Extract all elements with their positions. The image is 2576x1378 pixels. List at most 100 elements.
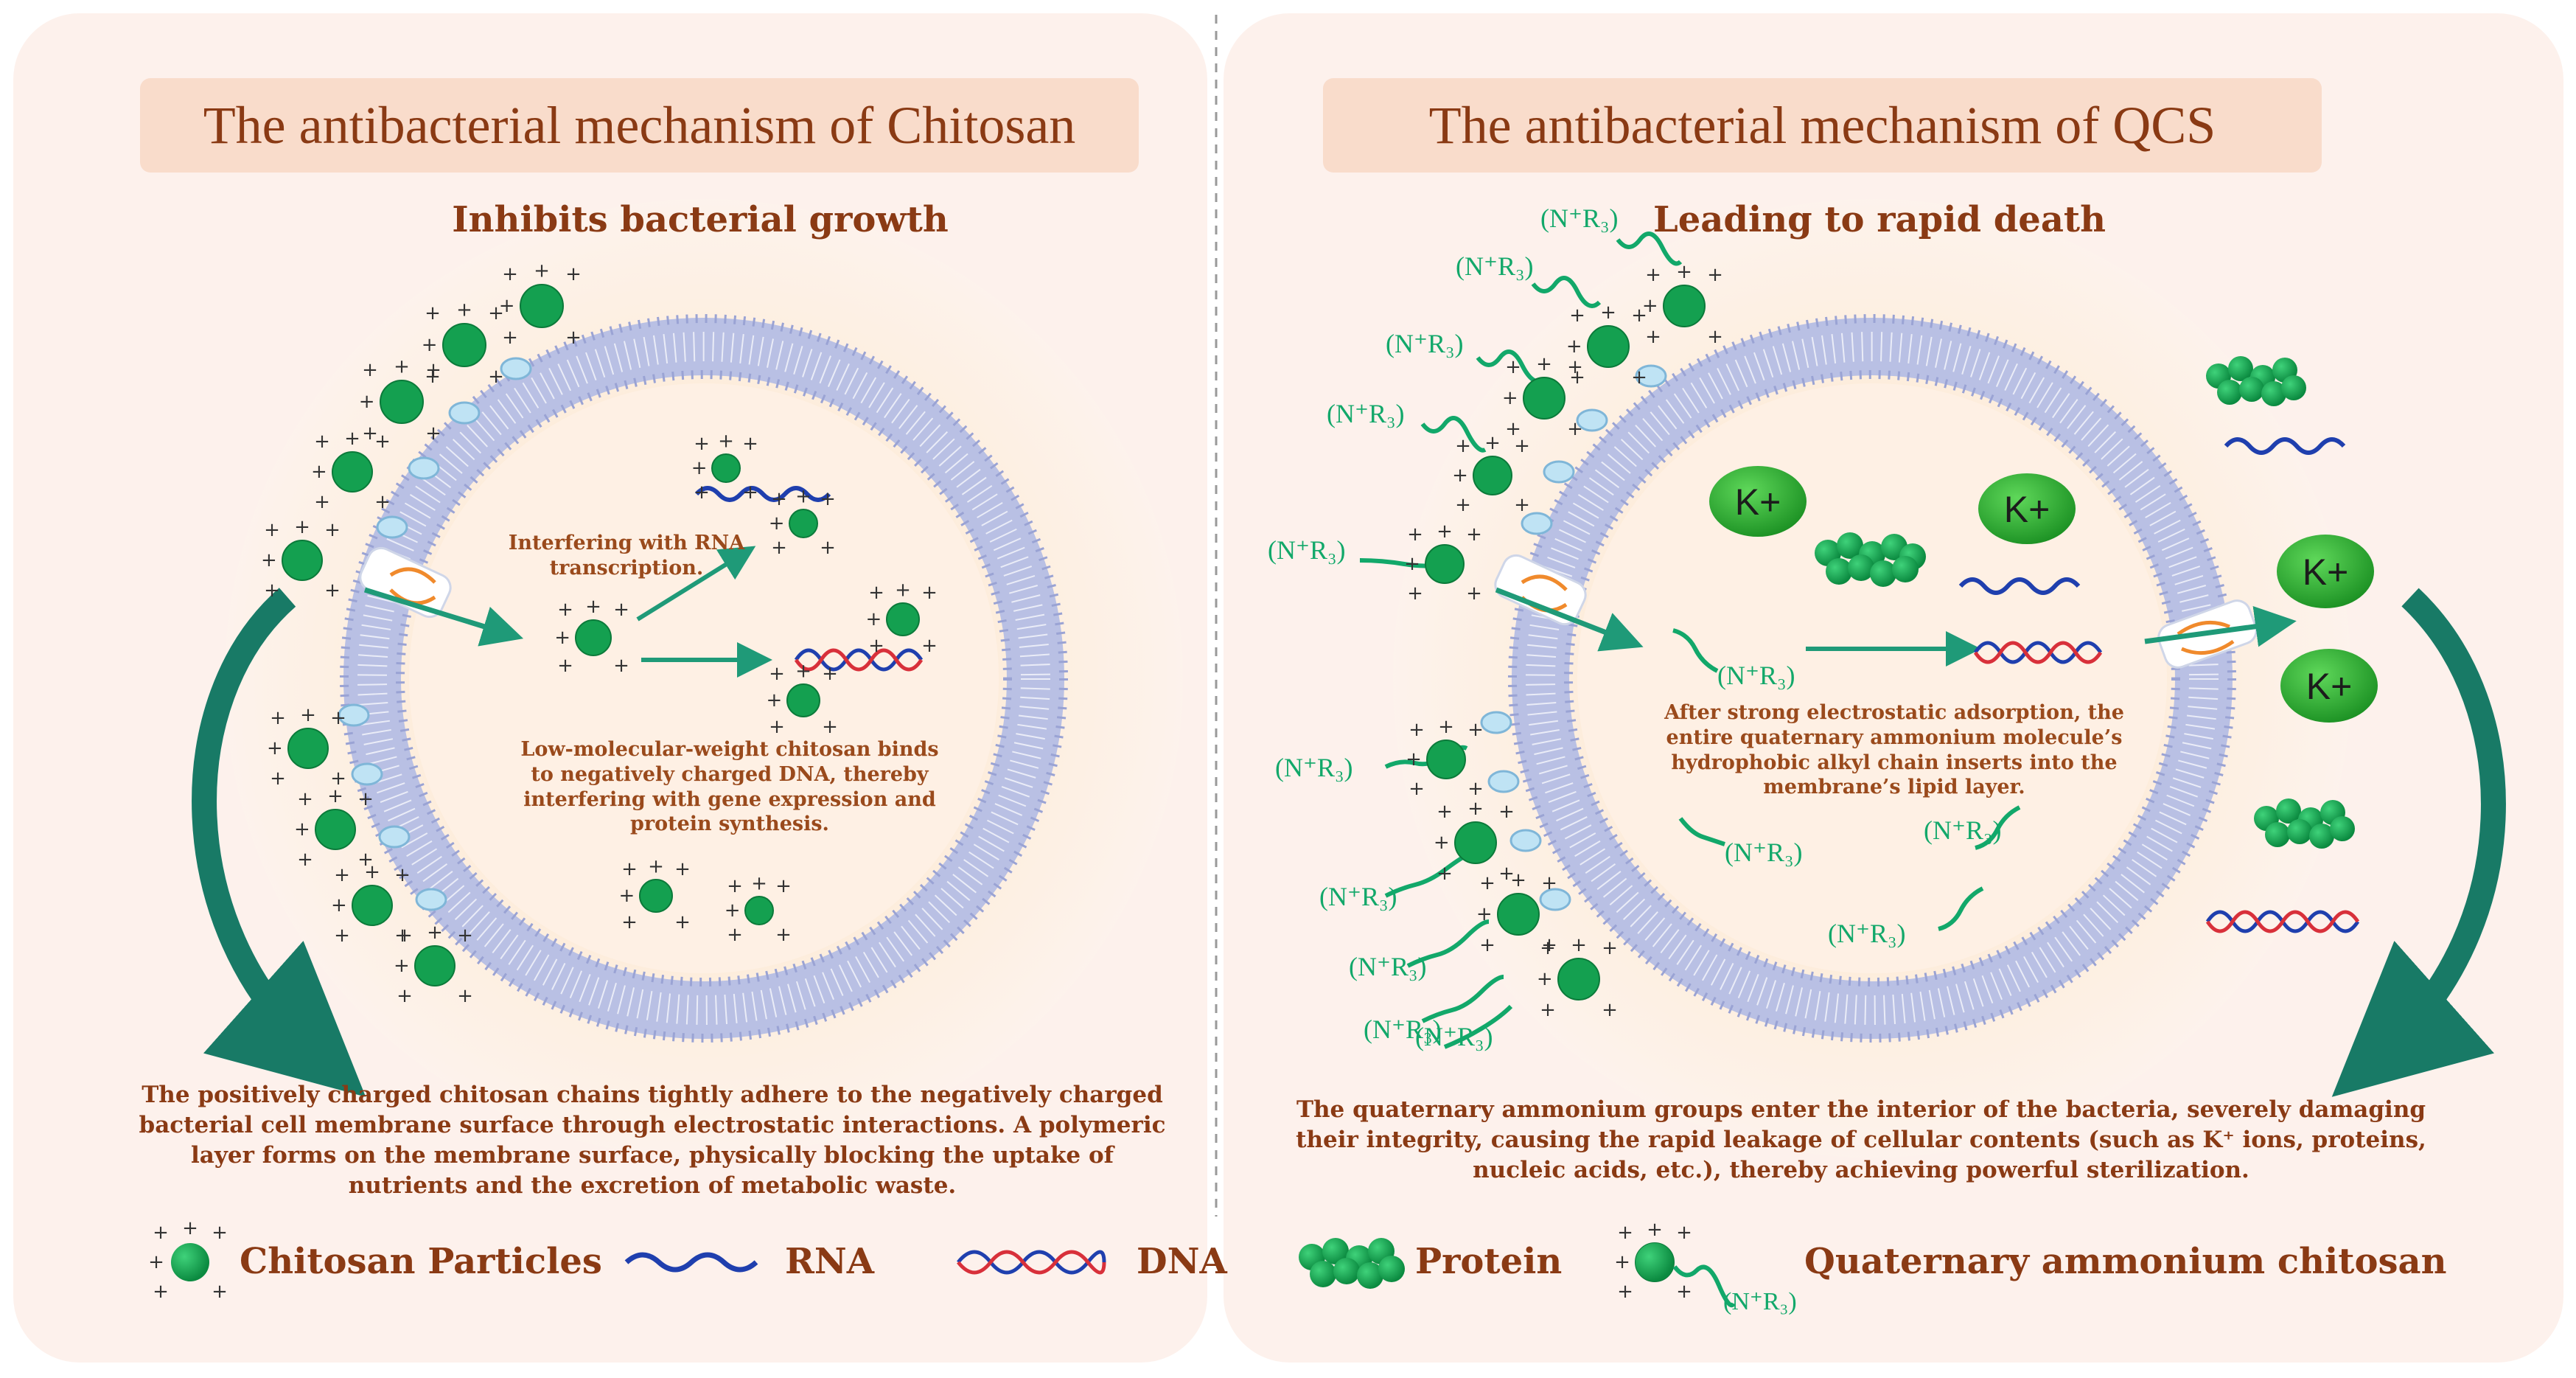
qcs-tails [1359, 232, 2021, 1049]
chitosan-particle: ++++++ [1404, 521, 1482, 605]
qcs-group-label: (N⁺R₃) [1415, 1022, 1493, 1051]
svg-text:+: + [1645, 264, 1661, 286]
qcs-group-label: (N⁺R₃) [1717, 661, 1795, 690]
svg-text:+: + [502, 327, 518, 349]
svg-text:+: + [619, 885, 635, 907]
svg-text:+: + [1407, 523, 1423, 546]
protein-cluster-inner [1815, 532, 1926, 587]
svg-text:+: + [822, 716, 838, 738]
left-subtitle: Inhibits bacterial growth [452, 199, 949, 240]
svg-text:+: + [771, 537, 787, 559]
svg-text:+: + [868, 635, 884, 657]
svg-text:+: + [314, 431, 330, 453]
svg-text:+: + [324, 519, 341, 541]
svg-text:+: + [565, 327, 582, 349]
svg-text:+: + [1404, 553, 1420, 575]
svg-text:K+: K+ [2306, 666, 2353, 707]
qcs-group-label: (N⁺R₃) [1386, 329, 1464, 358]
legend-qac-icon [1636, 1243, 1736, 1308]
svg-text:+: + [1707, 264, 1723, 286]
svg-text:+: + [585, 596, 601, 618]
svg-text:+: + [1602, 937, 1618, 959]
svg-text:+: + [1498, 863, 1515, 885]
svg-text:+: + [374, 431, 391, 453]
qcs-group-label: (N⁺R₃) [1828, 919, 1906, 948]
right-description: The quaternary ammonium groups enter the… [1296, 1096, 2426, 1183]
svg-text:+: + [331, 894, 347, 916]
svg-text:+: + [457, 985, 473, 1007]
svg-text:+: + [1602, 999, 1618, 1021]
svg-text:+: + [153, 1281, 169, 1303]
legend-qac-group: (N⁺R₃) [1723, 1288, 1797, 1315]
svg-text:+: + [1540, 999, 1556, 1021]
qcs-group-label: (N⁺R₃) [1924, 815, 2002, 845]
chitosan-particle: ++++++ [331, 861, 411, 947]
svg-text:+: + [1631, 366, 1647, 389]
svg-text:+: + [613, 599, 629, 621]
chitosan-particle: ++++++ [1434, 798, 1515, 885]
svg-text:+: + [311, 461, 327, 483]
chitosan-particle: ++++++ [691, 431, 758, 504]
svg-text:+: + [613, 655, 629, 677]
svg-text:+: + [425, 422, 441, 445]
chitosan-particle: ++++++ [261, 516, 341, 602]
svg-text:+: + [300, 704, 316, 726]
svg-text:+: + [1502, 387, 1518, 409]
svg-text:+: + [1479, 872, 1495, 894]
svg-text:+: + [866, 608, 882, 630]
legend-chitosan-icon [171, 1243, 209, 1281]
svg-text:+: + [457, 925, 473, 947]
svg-text:+: + [488, 366, 504, 388]
right-dna-inner [1973, 641, 2103, 664]
svg-text:+: + [1617, 1222, 1633, 1244]
svg-text:+: + [557, 599, 573, 621]
svg-text:+: + [270, 768, 286, 790]
left-description: The positively charged chitosan chains t… [139, 1082, 1166, 1199]
legend-protein-label: Protein [1415, 1241, 1563, 1282]
svg-text:+: + [1409, 778, 1425, 800]
svg-text:K+: K+ [2004, 489, 2050, 530]
svg-text:+: + [1569, 305, 1585, 327]
chitosan-particle: ++++++ [1566, 302, 1647, 389]
k-ion-1: K+ [1709, 466, 1807, 537]
chitosan-particle: ++++++ [394, 922, 473, 1007]
svg-text:+: + [742, 433, 758, 455]
svg-text:+: + [1452, 464, 1468, 487]
svg-text:+: + [425, 302, 441, 324]
svg-text:+: + [324, 580, 341, 602]
chitosan-particle: ++++++ [1452, 432, 1530, 516]
svg-text:+: + [822, 663, 838, 685]
left-rna [694, 486, 831, 502]
svg-text:+: + [212, 1222, 228, 1244]
chitosan-particle: ++++++ [267, 704, 346, 790]
svg-text:+: + [1467, 778, 1484, 800]
svg-text:+: + [1569, 366, 1585, 389]
svg-text:+: + [727, 924, 743, 946]
chitosan-particle: ++++++ [554, 596, 629, 677]
chitosan-particle: ++++++ [866, 579, 938, 657]
svg-text:+: + [427, 922, 443, 944]
right-rna-inner [1958, 577, 2081, 595]
svg-text:+: + [694, 481, 710, 504]
svg-text:+: + [425, 359, 441, 381]
left-cell-membrane [340, 314, 1068, 1043]
qcs-group-label: (N⁺R₃) [1364, 1015, 1442, 1044]
svg-text:+: + [554, 627, 570, 649]
svg-text:+: + [1567, 356, 1583, 378]
svg-text:K+: K+ [2303, 551, 2349, 593]
svg-text:+: + [1510, 869, 1526, 891]
svg-text:+: + [820, 537, 836, 559]
chitosan-particle: ++++++ [422, 299, 504, 388]
legend-protein-icon [1299, 1238, 1405, 1289]
svg-text:+: + [397, 985, 413, 1007]
svg-text:+: + [694, 433, 710, 455]
svg-text:+: + [795, 660, 811, 682]
svg-text:+: + [357, 788, 374, 810]
chitosan-particle: ++++++ [725, 873, 792, 946]
chitosan-particle: ++++++ [294, 785, 374, 871]
svg-text:+: + [294, 516, 310, 538]
chitosan-particle: ++++++ [619, 855, 691, 933]
svg-text:+: + [1600, 302, 1616, 324]
legend-dna-label: DNA [1137, 1241, 1227, 1282]
